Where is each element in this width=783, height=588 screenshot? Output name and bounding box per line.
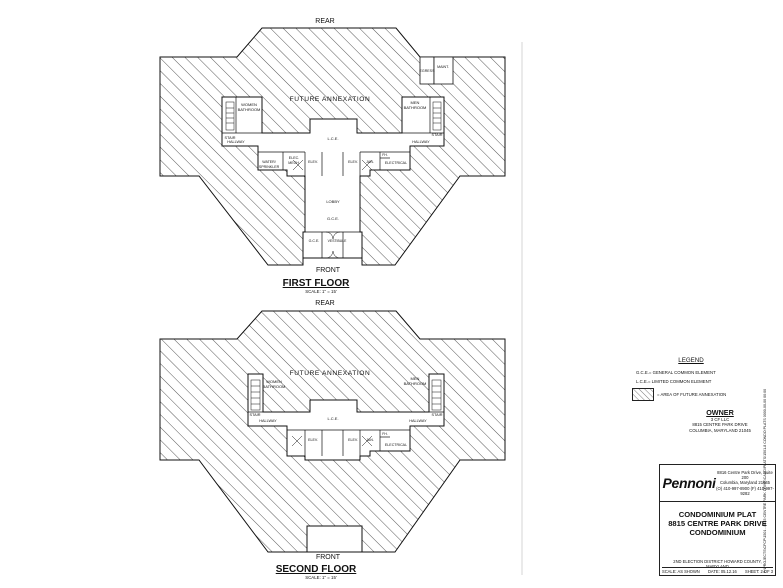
first-floor-core [221, 96, 445, 259]
plat-title-line-2: 8815 CENTRE PARK DRIVE [668, 519, 767, 529]
first-floor-stair-right [432, 101, 442, 131]
women-bathroom-label-2-second: BATHROOM [263, 384, 286, 389]
women-bathroom-label-1: WOMEN [241, 102, 257, 107]
jan-label-second: JAN. [366, 438, 374, 442]
first-floor-scale: SCALE: 1" = 15' [305, 289, 337, 294]
firm-address-line-2: Columbia, Maryland 21045 [719, 480, 771, 486]
stair-label-left-second: STAIR [250, 413, 261, 417]
first-floor-title: FIRST FLOOR [283, 278, 350, 289]
future-annexation-label-second: FUTURE ANNEXATION [290, 370, 371, 377]
gce-label-lobby: G.C.E. [327, 216, 339, 221]
scale-value: SCALE: AS SHOWN [662, 569, 700, 574]
pennoni-logo: Pennoni [662, 475, 716, 491]
legend-heading: LEGEND [678, 357, 704, 364]
title-block-meta: SCALE: AS SHOWN DATE: 05.12.16 SHEET: 2 … [662, 567, 773, 574]
second-floor-elevator-left [291, 435, 303, 447]
second-floor-core [247, 373, 445, 461]
sheet-number: SHEET: 2 OF 3 [745, 569, 773, 574]
fh-label-second: FH. [382, 432, 388, 436]
plat-title: CONDOMINIUM PLAT 8815 CENTRE PARK DRIVE … [660, 502, 775, 538]
firm-phone: (O) 410-997-8900 (F) 410-997-9282 [716, 485, 774, 496]
elec-mech-label-1: ELEC. [289, 156, 299, 160]
plat-title-line-3: CONDOMINIUM [689, 528, 746, 538]
second-floor-title: SECOND FLOOR [276, 564, 357, 575]
legend-annex-label: = AREA OF FUTURE ANNEXATION [657, 392, 727, 397]
second-floor-plan: REAR [159, 300, 506, 580]
first-floor-room-walls [222, 97, 444, 258]
men-bathroom-label-2-second: BATHROOM [404, 381, 427, 386]
first-floor-stair-left [225, 101, 235, 131]
first-floor-maint-room [433, 56, 454, 85]
hallway-label-right-second: HALLWAY [409, 419, 427, 423]
owner-address-1: 8815 CENTRE PARK DRIVE [692, 422, 748, 428]
elev-label-right-second: ELEV. [348, 438, 358, 442]
second-floor-stair-right [431, 379, 442, 411]
water-sprinkler-label-1: WATER/ [262, 160, 276, 164]
jan-label-first: JAN. [366, 160, 374, 164]
file-path-text: P:\PROJECTS\CFCP\1501 - 8815 CENTRE PARK… [763, 388, 767, 573]
gce-label-entry: G.C.E. [309, 239, 320, 243]
title-block: Pennoni 8816 Centre Park Drive, Suite 20… [659, 464, 776, 576]
women-bathroom-label-1-second: WOMEN [266, 379, 282, 384]
title-block-header: Pennoni 8816 Centre Park Drive, Suite 20… [660, 465, 775, 502]
maint-label: MAINT. [437, 65, 449, 69]
lce-label-second: L.C.E. [327, 416, 338, 421]
hallway-label-left: HALLWAY [227, 140, 245, 144]
elec-mech-label-2: MECH. [288, 161, 300, 165]
lce-label-first: L.C.E. [327, 136, 338, 141]
second-floor-rear-label: REAR [315, 300, 334, 307]
owner-name: 3 CF LLC [710, 417, 730, 422]
legend: LEGEND G.C.E.= GENERAL COMMON ELEMENT L.… [628, 357, 754, 401]
hatch-swatch-icon [632, 388, 654, 401]
plat-title-line-1: CONDOMINIUM PLAT [678, 510, 757, 519]
elev-label-right-first: ELEV. [348, 160, 358, 164]
elev-label-left-second: ELEV. [308, 438, 318, 442]
hallway-label-left-second: HALLWAY [259, 419, 277, 423]
first-floor-elevator-right [361, 159, 373, 171]
file-path-stamp: P:\PROJECTS\CFCP\1501 - 8815 CENTRE PARK… [763, 318, 772, 573]
legend-gce: G.C.E.= GENERAL COMMON ELEMENT [636, 370, 716, 375]
legend-annex-row: = AREA OF FUTURE ANNEXATION [628, 388, 754, 401]
owner-address-2: COLUMBIA, MARYLAND 21045 [689, 427, 751, 433]
second-floor-elevator-right [361, 435, 373, 447]
firm-address: 8816 Centre Park Drive, Suite 200 Columb… [715, 470, 775, 496]
second-floor-front-notch [306, 525, 363, 553]
men-bathroom-label-1-second: MEN [411, 376, 420, 381]
first-floor-plan: REAR EGRESS MAINT. [159, 18, 506, 294]
owner-block: OWNER 3 CF LLC 8815 CENTRE PARK DRIVE CO… [679, 408, 761, 433]
electrical-label-second: ELECTRICAL [385, 443, 407, 447]
first-floor-vestibule-doors [325, 231, 341, 259]
first-floor-front-label: FRONT [316, 267, 341, 274]
lobby-label: LOBBY [326, 199, 340, 204]
egress-label: EGRESS [420, 69, 436, 73]
stair-label-left: STAIR [225, 136, 236, 140]
second-floor-front-label: FRONT [316, 554, 341, 561]
vestibule-label: VESTIBULE [328, 239, 347, 243]
women-bathroom-label-2: BATHROOM [238, 107, 261, 112]
election-district: 2ND ELECTION DISTRICT HOWARD COUNTY, MAR… [673, 559, 762, 569]
electrical-label-first: ELECTRICAL [385, 161, 407, 165]
elev-label-left-first: ELEV. [308, 160, 318, 164]
second-floor-room-walls [248, 374, 444, 456]
first-floor-elevator-left [292, 159, 304, 171]
fh-label-first: FH. [382, 153, 388, 157]
second-floor-stair-left [250, 379, 261, 411]
stair-label-right-second: STAIR [432, 413, 443, 417]
firm-address-line-1: 8816 Centre Park Drive, Suite 200 [717, 469, 773, 481]
owner-heading: OWNER [706, 408, 734, 417]
hallway-label-right: HALLWAY [412, 140, 430, 144]
men-bathroom-label-2: BATHROOM [404, 105, 427, 110]
future-annexation-label-first: FUTURE ANNEXATION [290, 96, 371, 103]
legend-lce: L.C.E.= LIMITED COMMON ELEMENT [636, 378, 712, 384]
stair-label-right: STAIR [432, 133, 443, 137]
date-value: DATE: 05.12.16 [707, 569, 737, 574]
water-sprinkler-label-2: SPRINKLER [259, 165, 280, 169]
first-floor-rear-label: REAR [315, 18, 334, 25]
men-bathroom-label-1: MEN [411, 100, 420, 105]
second-floor-scale: SCALE: 1" = 15' [305, 575, 337, 580]
